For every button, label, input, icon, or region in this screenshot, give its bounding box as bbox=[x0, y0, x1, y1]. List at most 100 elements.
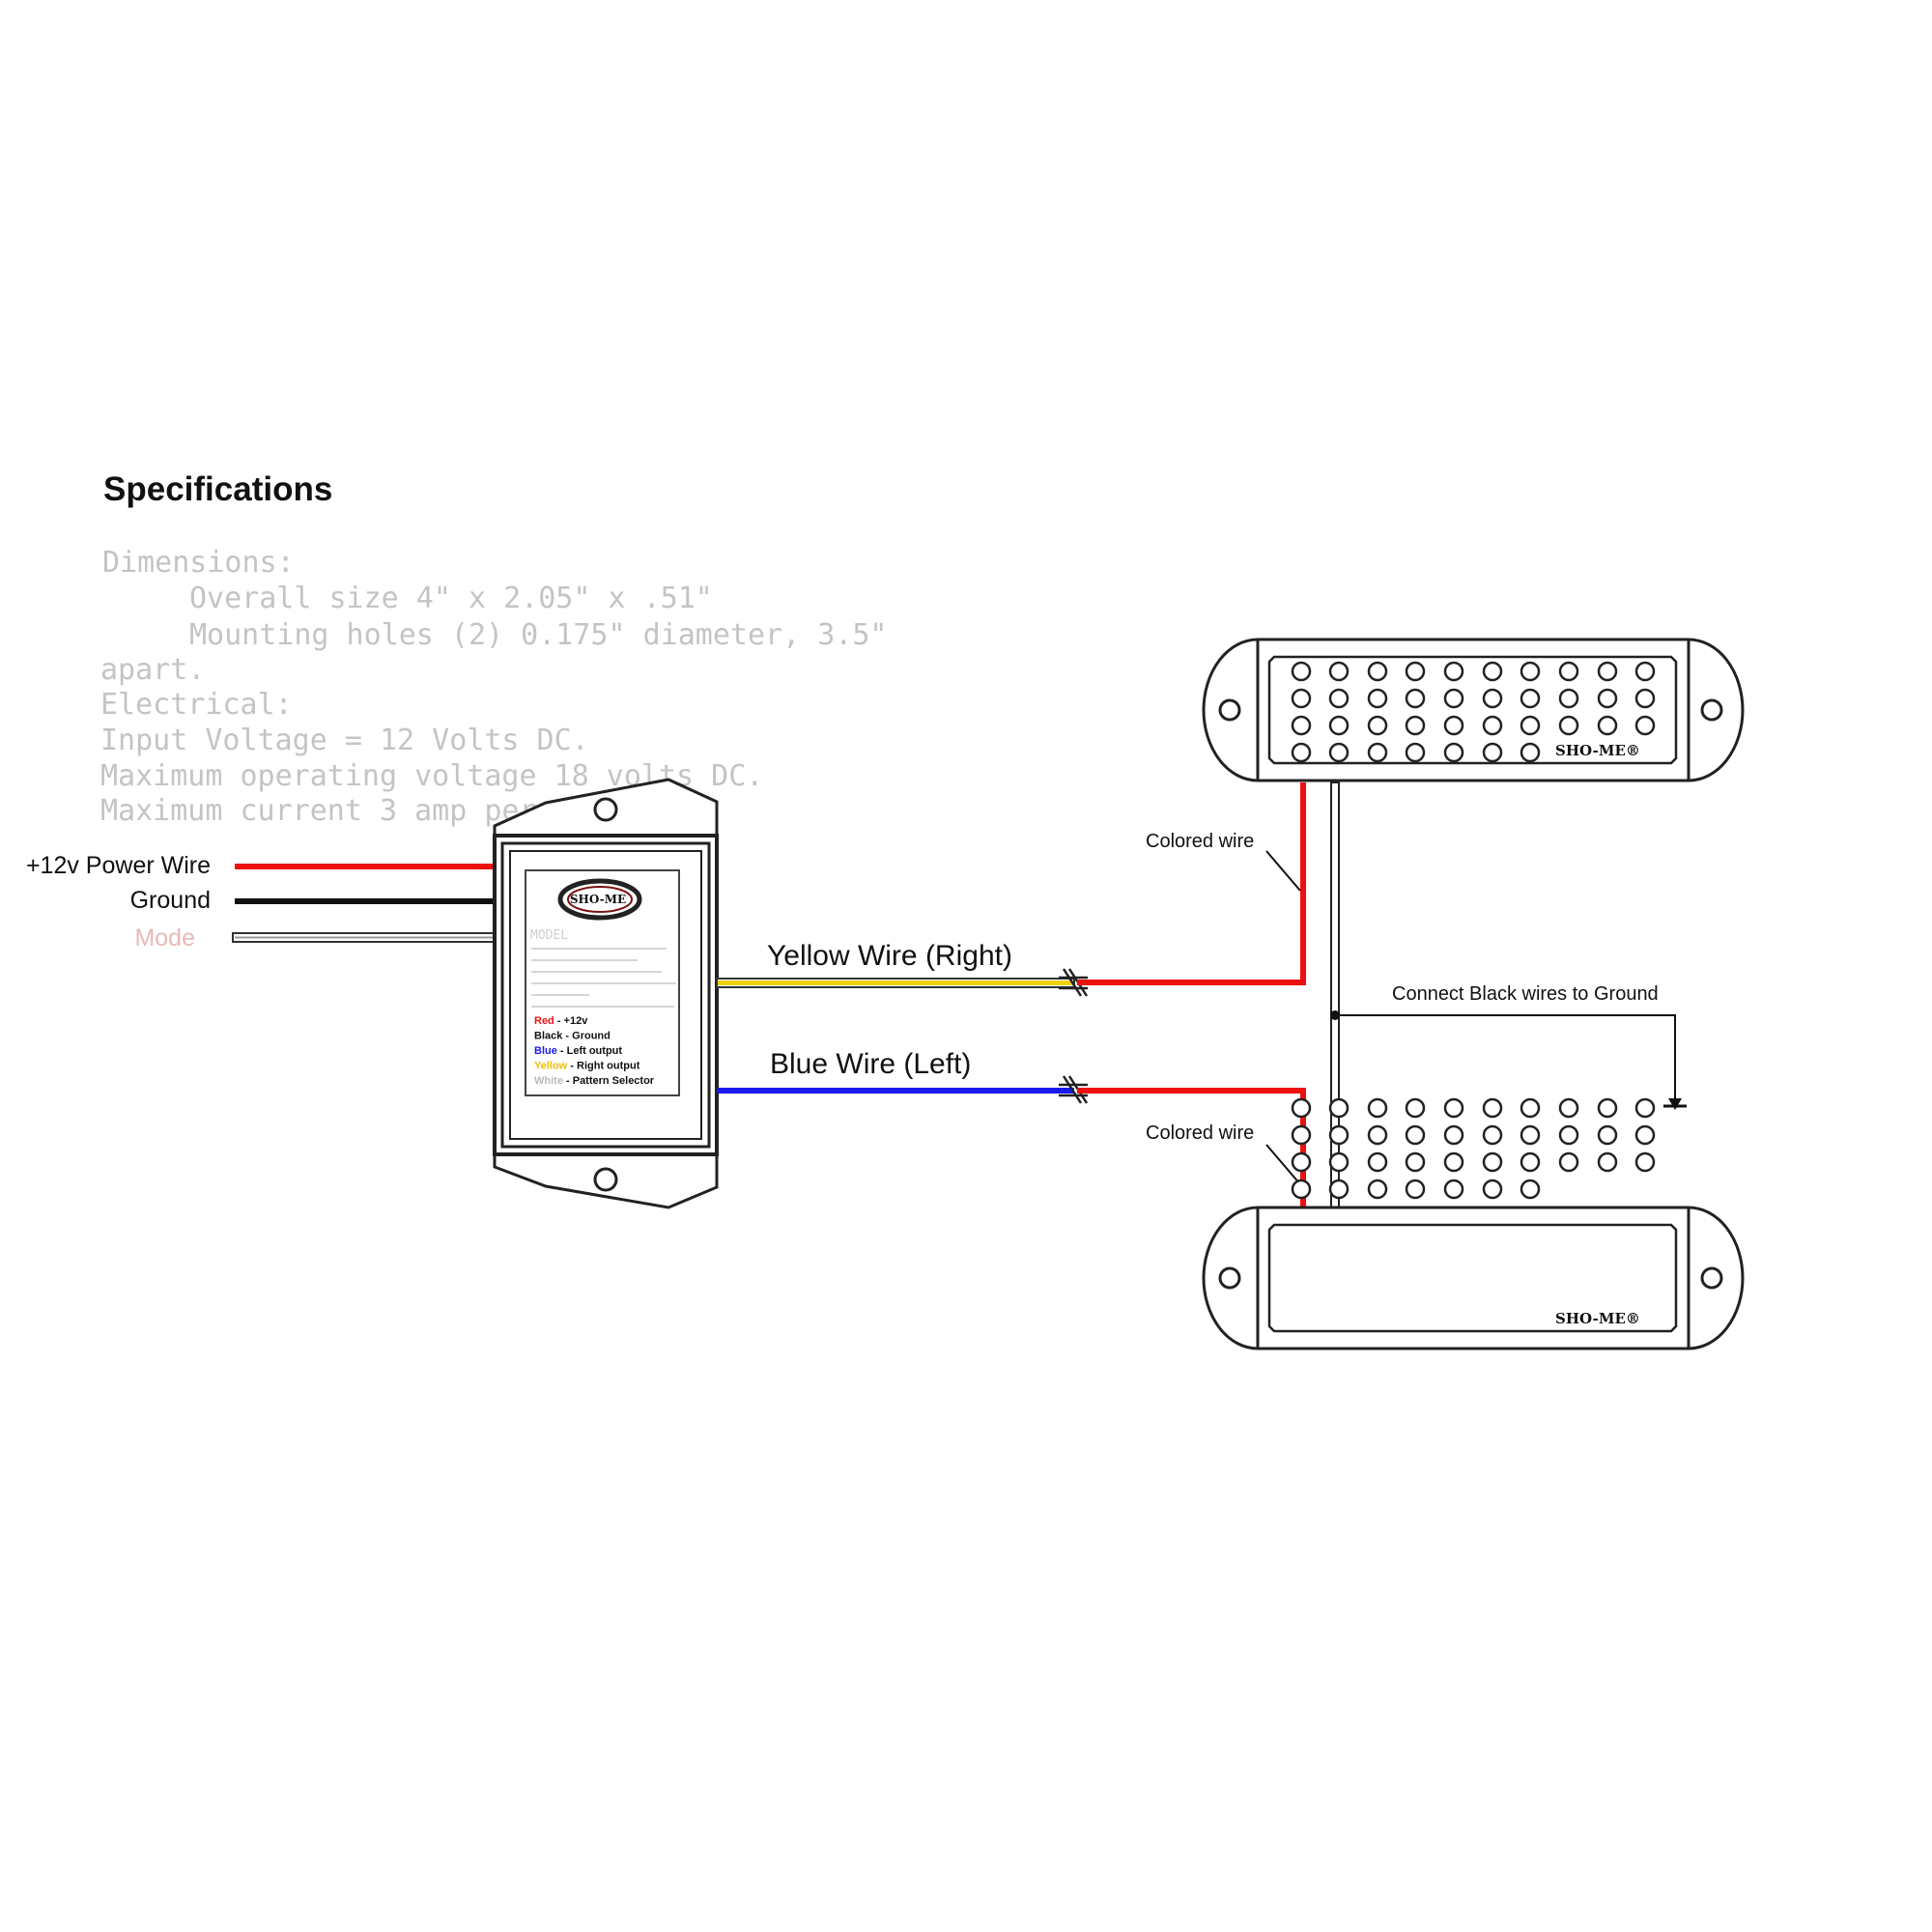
led-icon bbox=[1367, 715, 1388, 736]
led-icon bbox=[1291, 1179, 1312, 1200]
led-icon bbox=[1482, 661, 1503, 682]
led-icon bbox=[1405, 1097, 1426, 1119]
led-icon bbox=[1520, 715, 1541, 736]
legend-entry: Blue - Left output bbox=[534, 1045, 622, 1057]
led-icon bbox=[1634, 1124, 1656, 1146]
led-icon bbox=[1558, 715, 1579, 736]
led-icon bbox=[1482, 742, 1503, 763]
spec-overall-size: Overall size 4" x 2.05" x .51" bbox=[189, 582, 713, 615]
top-light-left-mount-hole bbox=[1218, 698, 1241, 722]
led-icon bbox=[1482, 1179, 1503, 1200]
controller-model-label: MODEL bbox=[530, 928, 568, 943]
colored-wire-label-top: Colored wire bbox=[1146, 831, 1254, 852]
input-wire-labels: +12v Power Wire Ground Mode bbox=[26, 852, 211, 952]
led-icon bbox=[1443, 742, 1464, 763]
led-icon bbox=[1367, 1124, 1388, 1146]
led-icon bbox=[1520, 1151, 1541, 1173]
led-icon bbox=[1558, 661, 1579, 682]
led-icon bbox=[1443, 1179, 1464, 1200]
led-icon bbox=[1597, 1151, 1618, 1173]
mode-wire bbox=[232, 932, 499, 943]
spec-dimensions-heading: Dimensions: bbox=[102, 546, 295, 580]
led-icon bbox=[1328, 1097, 1350, 1119]
top-light-right-mount-hole bbox=[1700, 698, 1723, 722]
led-icon bbox=[1443, 661, 1464, 682]
led-icon bbox=[1520, 688, 1541, 709]
ground-note: Connect Black wires to Ground bbox=[1392, 983, 1659, 1005]
led-icon bbox=[1367, 742, 1388, 763]
led-icon bbox=[1328, 661, 1350, 682]
spec-input-voltage: Input Voltage = 12 Volts DC. bbox=[100, 724, 589, 757]
led-icon bbox=[1328, 688, 1350, 709]
led-icon bbox=[1443, 715, 1464, 736]
led-icon bbox=[1405, 661, 1426, 682]
led-icon bbox=[1367, 1151, 1388, 1173]
led-icon bbox=[1328, 742, 1350, 763]
led-icon bbox=[1520, 661, 1541, 682]
top-light-led-grid bbox=[1291, 661, 1656, 763]
yellow-output-wire bbox=[716, 978, 1075, 988]
led-icon bbox=[1520, 1179, 1541, 1200]
bottom-light-brand: SHO-ME® bbox=[1555, 1310, 1640, 1327]
led-icon bbox=[1443, 1151, 1464, 1173]
led-icon bbox=[1405, 715, 1426, 736]
led-icon bbox=[1291, 715, 1312, 736]
led-icon bbox=[1291, 688, 1312, 709]
led-icon bbox=[1328, 1124, 1350, 1146]
led-icon bbox=[1291, 1097, 1312, 1119]
led-icon bbox=[1405, 1124, 1426, 1146]
colored-wire-pointer-bottom bbox=[1265, 1144, 1301, 1185]
ground-wire-label: Ground bbox=[130, 887, 211, 914]
led-icon bbox=[1291, 661, 1312, 682]
ground-lead bbox=[1335, 1014, 1676, 1101]
colored-wire-pointer-top bbox=[1265, 850, 1301, 892]
top-light-colored-wire bbox=[1077, 782, 1306, 985]
led-icon bbox=[1291, 742, 1312, 763]
bottom-light-right-mount-hole bbox=[1700, 1266, 1723, 1290]
led-icon bbox=[1443, 688, 1464, 709]
blue-wire-label: Blue Wire (Left) bbox=[770, 1048, 971, 1080]
spec-electrical-heading: Electrical: bbox=[100, 688, 293, 722]
page-title: Specifications bbox=[103, 470, 332, 508]
led-icon bbox=[1405, 742, 1426, 763]
led-icon bbox=[1367, 1179, 1388, 1200]
led-icon bbox=[1291, 1151, 1312, 1173]
led-icon bbox=[1520, 742, 1541, 763]
led-icon bbox=[1482, 715, 1503, 736]
spec-mounting-holes: Mounting holes (2) 0.175" diameter, 3.5" bbox=[189, 618, 887, 652]
legend-entry: White - Pattern Selector bbox=[534, 1075, 655, 1087]
led-icon bbox=[1405, 1151, 1426, 1173]
controller-faint-instructions bbox=[531, 948, 676, 1008]
bottom-light-left-mount-hole bbox=[1218, 1266, 1241, 1290]
led-icon bbox=[1328, 1179, 1350, 1200]
led-icon bbox=[1597, 661, 1618, 682]
led-icon bbox=[1597, 1124, 1618, 1146]
led-icon bbox=[1558, 1151, 1579, 1173]
mode-wire-label: Mode bbox=[134, 924, 195, 952]
power-wire-label: +12v Power Wire bbox=[26, 852, 211, 879]
led-icon bbox=[1367, 688, 1388, 709]
led-icon bbox=[1634, 688, 1656, 709]
legend-entry: Red - +12v bbox=[534, 1015, 588, 1027]
led-icon bbox=[1520, 1097, 1541, 1119]
legend-entry: Yellow - Right output bbox=[534, 1061, 640, 1072]
led-icon bbox=[1482, 688, 1503, 709]
led-icon bbox=[1482, 1124, 1503, 1146]
colored-wire-label-bottom: Colored wire bbox=[1146, 1122, 1254, 1144]
controller-top-mount-hole bbox=[593, 797, 618, 822]
led-icon bbox=[1405, 688, 1426, 709]
led-icon bbox=[1367, 661, 1388, 682]
yellow-wire-label: Yellow Wire (Right) bbox=[767, 940, 1012, 972]
bottom-light-lens bbox=[1267, 1223, 1678, 1333]
led-icon bbox=[1328, 1151, 1350, 1173]
led-icon bbox=[1634, 715, 1656, 736]
led-icon bbox=[1443, 1097, 1464, 1119]
top-light-lens bbox=[1267, 655, 1678, 765]
led-icon bbox=[1482, 1151, 1503, 1173]
led-icon bbox=[1558, 688, 1579, 709]
led-icon bbox=[1367, 1097, 1388, 1119]
led-icon bbox=[1634, 1151, 1656, 1173]
bottom-light-head: SHO-ME® bbox=[1202, 1097, 1745, 1350]
